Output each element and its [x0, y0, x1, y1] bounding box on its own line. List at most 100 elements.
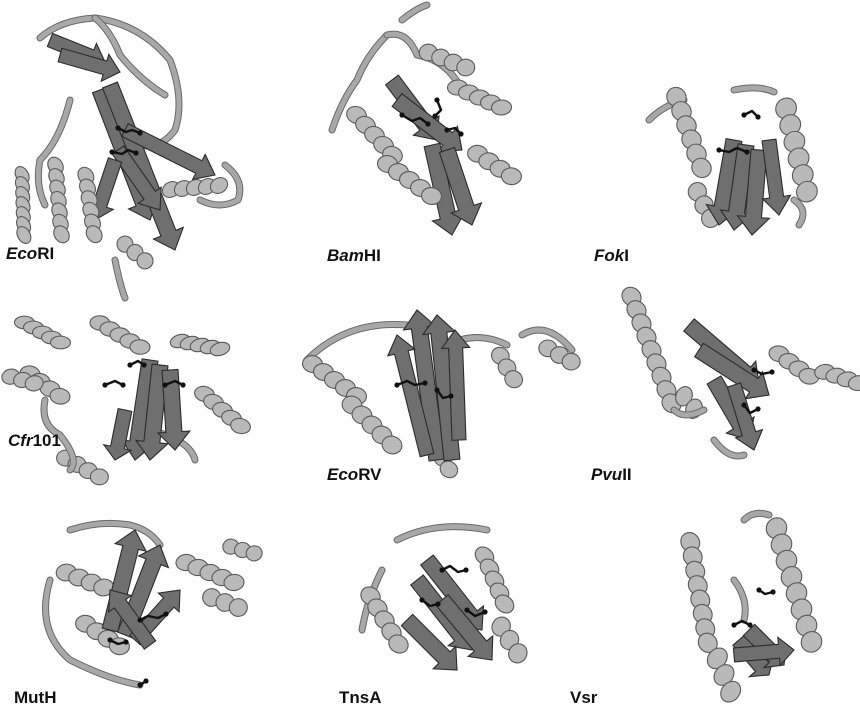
beta-strand-arrow — [762, 139, 790, 215]
helix — [467, 144, 522, 185]
active-site-atom — [137, 617, 142, 622]
panel-pvuii: PvuII — [574, 290, 860, 500]
label-muth: MutH — [14, 688, 56, 708]
active-site-atom — [756, 587, 761, 592]
helix — [340, 394, 404, 457]
active-site-atom — [127, 362, 132, 367]
structure-vsr — [574, 500, 860, 710]
active-site-atom — [115, 125, 120, 130]
helix — [202, 588, 249, 618]
helix — [12, 164, 33, 246]
helix — [175, 554, 244, 592]
helix — [344, 104, 405, 167]
active-site-atom — [434, 97, 439, 102]
label-bamhi: BamHI — [327, 246, 381, 266]
active-site-atom — [137, 130, 142, 135]
active-site-atom — [435, 601, 440, 606]
helix — [488, 614, 530, 667]
panel-vsr: Vsr — [574, 500, 860, 710]
helix — [221, 538, 263, 563]
helix — [116, 235, 155, 271]
panel-muth: MutH — [0, 500, 287, 710]
helix — [488, 344, 525, 391]
active-site-atom — [448, 393, 453, 398]
active-site-atom — [755, 406, 760, 411]
active-site-atom — [394, 382, 399, 387]
label-ecori: EcoRI — [6, 244, 54, 264]
helix — [193, 384, 252, 435]
active-site-atom — [422, 380, 427, 385]
active-site-atom — [439, 567, 444, 572]
panel-ecorv: EcoRV — [287, 290, 574, 500]
active-site-atom — [731, 622, 736, 627]
active-site-atom — [747, 622, 752, 627]
active-site-atom — [120, 382, 125, 387]
active-site-atom — [458, 131, 463, 136]
helix — [56, 450, 108, 485]
active-site-atom — [163, 611, 168, 616]
helix-coil — [50, 336, 70, 349]
panel-bamhi: BamHI — [287, 0, 574, 300]
loop-coil — [794, 200, 803, 225]
active-site-atom — [463, 567, 468, 572]
panel-cfr101: Cfr101 — [0, 290, 287, 500]
label-pvuii: PvuII — [591, 465, 632, 485]
active-site-atom — [143, 678, 148, 683]
active-site-atom — [102, 382, 107, 387]
active-site-atom — [755, 114, 760, 119]
helix — [45, 154, 73, 245]
panel-foki: FokI — [574, 0, 860, 300]
active-site-atom — [744, 149, 749, 154]
label-tnsa: TnsA — [339, 688, 382, 708]
loop-coil — [714, 440, 744, 456]
active-site-atom — [180, 382, 185, 387]
helix-coil — [90, 469, 108, 485]
structure-tnsa — [287, 500, 574, 710]
loop-coil — [734, 580, 745, 620]
helix — [90, 315, 151, 354]
structure-muth — [0, 500, 287, 710]
helix — [768, 345, 820, 386]
active-site-atom — [770, 589, 775, 594]
active-site-atom — [109, 149, 114, 154]
active-site-atom — [741, 402, 746, 407]
active-site-atom — [133, 150, 138, 155]
helix-coil — [130, 339, 151, 354]
active-site-atom — [434, 387, 439, 392]
active-site-atom — [482, 609, 487, 614]
loop-coil — [397, 527, 487, 540]
helix — [762, 514, 826, 657]
active-site-atom — [107, 637, 112, 642]
helix — [663, 83, 715, 181]
label-foki: FokI — [594, 246, 629, 266]
active-site-atom — [123, 639, 128, 644]
helix — [14, 316, 70, 349]
panel-tnsa: TnsA — [287, 500, 574, 710]
helix — [447, 79, 512, 115]
label-ecorv: EcoRV — [327, 465, 382, 485]
panel-ecori: EcoRI — [0, 0, 287, 300]
active-site-atom — [425, 121, 430, 126]
helix — [677, 529, 721, 657]
active-site-atom — [751, 367, 756, 372]
active-site-atom — [716, 147, 721, 152]
active-site-atom — [162, 382, 167, 387]
active-site-atom — [399, 112, 404, 117]
label-vsr: Vsr — [570, 688, 597, 708]
active-site-atom — [464, 607, 469, 612]
active-site-atom — [141, 362, 146, 367]
label-cfr101: Cfr101 — [8, 431, 61, 451]
helix — [169, 332, 232, 358]
beta-strand-arrow — [104, 409, 132, 460]
active-site-atom — [432, 113, 437, 118]
structure-cfr101 — [0, 290, 287, 500]
helix — [814, 363, 860, 392]
helix — [618, 283, 685, 416]
active-site-atom — [769, 369, 774, 374]
active-site-atom — [741, 112, 746, 117]
active-site-atom — [444, 127, 449, 132]
active-site-residue — [105, 381, 123, 385]
active-site-atom — [137, 682, 142, 687]
active-site-atom — [419, 597, 424, 602]
helix — [55, 563, 114, 597]
